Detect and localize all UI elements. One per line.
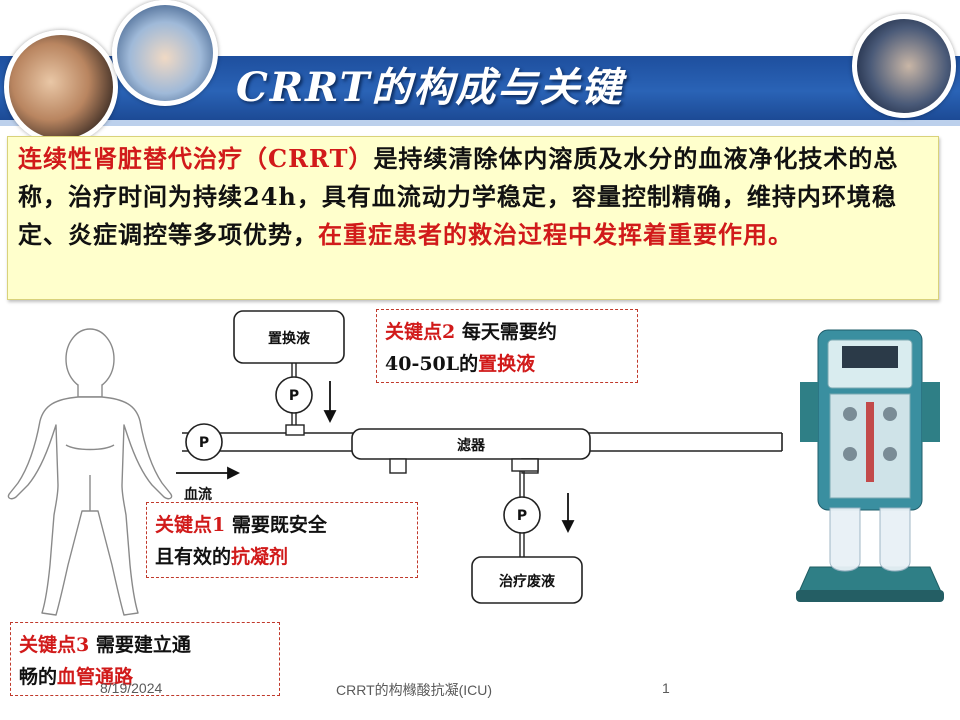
patient-photo xyxy=(852,14,956,118)
callout-key-point-3: 关键点3 需要建立通 畅的血管通路 xyxy=(10,622,280,696)
key-point-1-line2: 且有效的 xyxy=(155,546,232,568)
family-photo xyxy=(4,30,118,144)
waste-fluid-label: 治疗废液 xyxy=(499,573,556,590)
human-figure xyxy=(7,328,173,616)
waste-pump-label: P xyxy=(517,508,527,524)
replacement-pump: P xyxy=(275,376,313,436)
waste-pump: P xyxy=(503,496,541,534)
page-title: CRRT的构成与关键 xyxy=(236,64,624,111)
intro-emphasis: 在重症患者的救治过程中发挥着重要作用。 xyxy=(318,220,793,249)
intro-text: 连续性肾脏替代治疗（CRRT）是持续清除体内溶质及水分的血液净化技术的总称，治疗… xyxy=(18,140,928,254)
intro-box xyxy=(7,136,939,300)
blood-flow-arrow xyxy=(176,466,241,480)
callout-key-point-2: 关键点2 每天需要约 40-50L的置换液 xyxy=(376,309,638,383)
callout-key-point-1: 关键点1 需要既安全 且有效的抗凝剂 xyxy=(146,502,418,578)
key-point-2-label: 关键点2 xyxy=(385,321,456,343)
blood-flow-label: 血流 xyxy=(184,486,212,503)
filter-label: 滤器 xyxy=(457,437,486,454)
key-point-3-line2: 畅的 xyxy=(19,666,58,688)
key-point-1-label: 关键点1 xyxy=(155,514,226,536)
intro-body: 是持续清除体内溶质及水分的血液净化技术的总称，治疗时间为持续24h，具有血流动力… xyxy=(18,144,899,249)
crrt-circuit-diagram: P 滤器 置换液 P P 治疗废液 xyxy=(176,310,783,604)
replacement-fluid-bag: 置换液 xyxy=(233,310,345,377)
replacement-flow-arrow xyxy=(323,381,337,424)
blood-pump-label: P xyxy=(199,435,209,451)
doctor-photo xyxy=(112,0,218,106)
blood-pump: P xyxy=(185,423,223,461)
header-stripe xyxy=(0,120,960,126)
key-point-3-text: 需要建立通 xyxy=(89,634,191,656)
footer-date: 8/19/2024 xyxy=(100,680,163,696)
key-point-1-text: 需要既安全 xyxy=(225,514,327,536)
waste-fluid-bag: 治疗废液 xyxy=(471,556,583,604)
key-point-1-emphasis: 抗凝剂 xyxy=(231,546,289,568)
crrt-machine xyxy=(796,329,944,602)
key-point-2-emphasis: 置换液 xyxy=(478,353,536,375)
key-point-2-line2: 40-50L的 xyxy=(385,353,479,375)
key-point-3-label: 关键点3 xyxy=(19,634,90,656)
replacement-pump-label: P xyxy=(289,388,299,404)
footer-caption: CRRT的构橼酸抗凝(ICU) xyxy=(336,682,493,698)
filter: 滤器 xyxy=(351,428,591,474)
waste-flow-arrow xyxy=(561,493,575,534)
replacement-fluid-label: 置换液 xyxy=(268,330,311,347)
footer-page-number: 1 xyxy=(662,680,670,696)
intro-term: 连续性肾脏替代治疗（CRRT） xyxy=(18,144,374,173)
waste-line xyxy=(511,458,539,557)
key-point-2-text: 每天需要约 xyxy=(455,321,557,343)
key-point-3-emphasis: 血管通路 xyxy=(57,666,134,688)
